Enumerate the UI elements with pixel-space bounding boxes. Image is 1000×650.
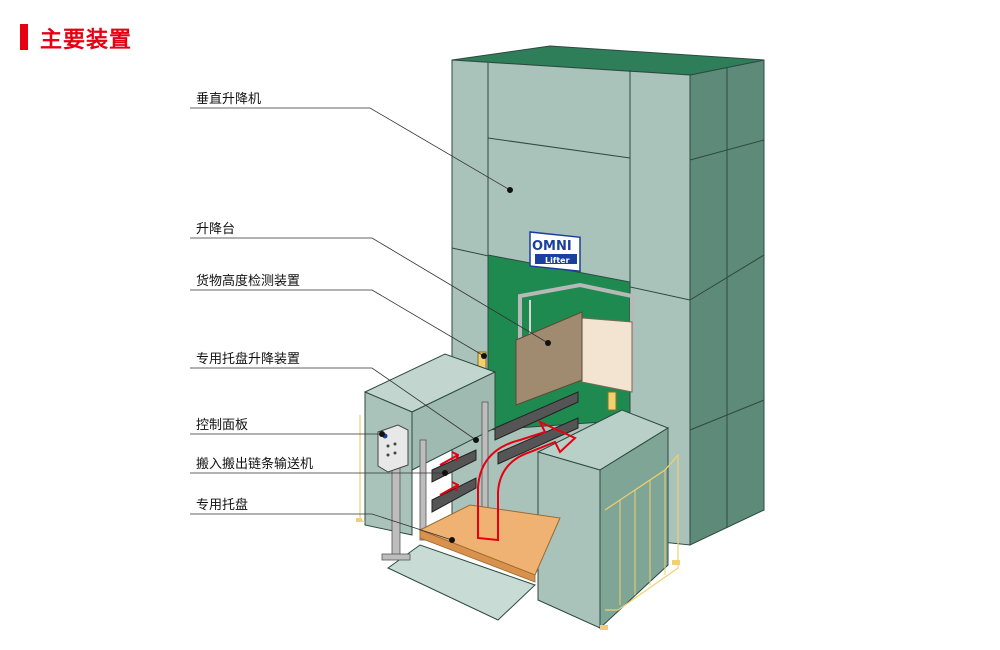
lift-table-conveyor xyxy=(494,391,579,441)
omni-lifter-logo: OMNI Lifter xyxy=(529,231,581,273)
fence-foot xyxy=(600,625,608,630)
entry-ramp xyxy=(387,544,536,621)
entry-conveyor-lower xyxy=(431,477,477,513)
label-vertical-lift: 垂直升降机 xyxy=(196,92,261,107)
flow-arrow-small xyxy=(439,451,460,466)
page-title: 主要装置 xyxy=(40,28,133,53)
safety-fence-right xyxy=(604,453,679,611)
logo-brand-text: OMNI xyxy=(532,239,572,254)
label-pallet-lift-device: 专用托盘升降装置 xyxy=(196,351,300,367)
right-base-side xyxy=(599,427,669,630)
control-panel-base xyxy=(381,553,411,561)
safety-fence-left xyxy=(359,415,366,523)
cargo-box-front xyxy=(515,311,583,406)
label-control-panel: 控制面板 xyxy=(196,418,248,433)
title-accent-bar xyxy=(20,24,28,50)
pallet-lift-column xyxy=(419,439,427,541)
logo-sub-text: Lifter xyxy=(545,256,570,265)
control-panel-post xyxy=(391,465,401,557)
left-box-front xyxy=(411,371,496,471)
tower-panel-line xyxy=(487,137,631,159)
label-pallet: 专用托盘 xyxy=(196,497,248,513)
fence-foot xyxy=(672,560,680,565)
label-lift-table: 升降台 xyxy=(196,222,235,237)
cargo-box-side xyxy=(581,317,633,393)
fence-foot xyxy=(356,518,362,522)
pallet-edge xyxy=(419,529,536,583)
height-sensor-right xyxy=(607,391,617,411)
main-flow-arrow xyxy=(477,419,577,542)
leader-lines xyxy=(190,107,551,543)
control-panel xyxy=(377,424,411,561)
label-height-sensor: 货物高度检测装置 xyxy=(196,273,300,289)
flow-arrow-small xyxy=(439,481,460,496)
label-conveyor: 搬入搬出链条输送机 xyxy=(196,456,313,472)
logo-sub-bar xyxy=(535,254,577,264)
